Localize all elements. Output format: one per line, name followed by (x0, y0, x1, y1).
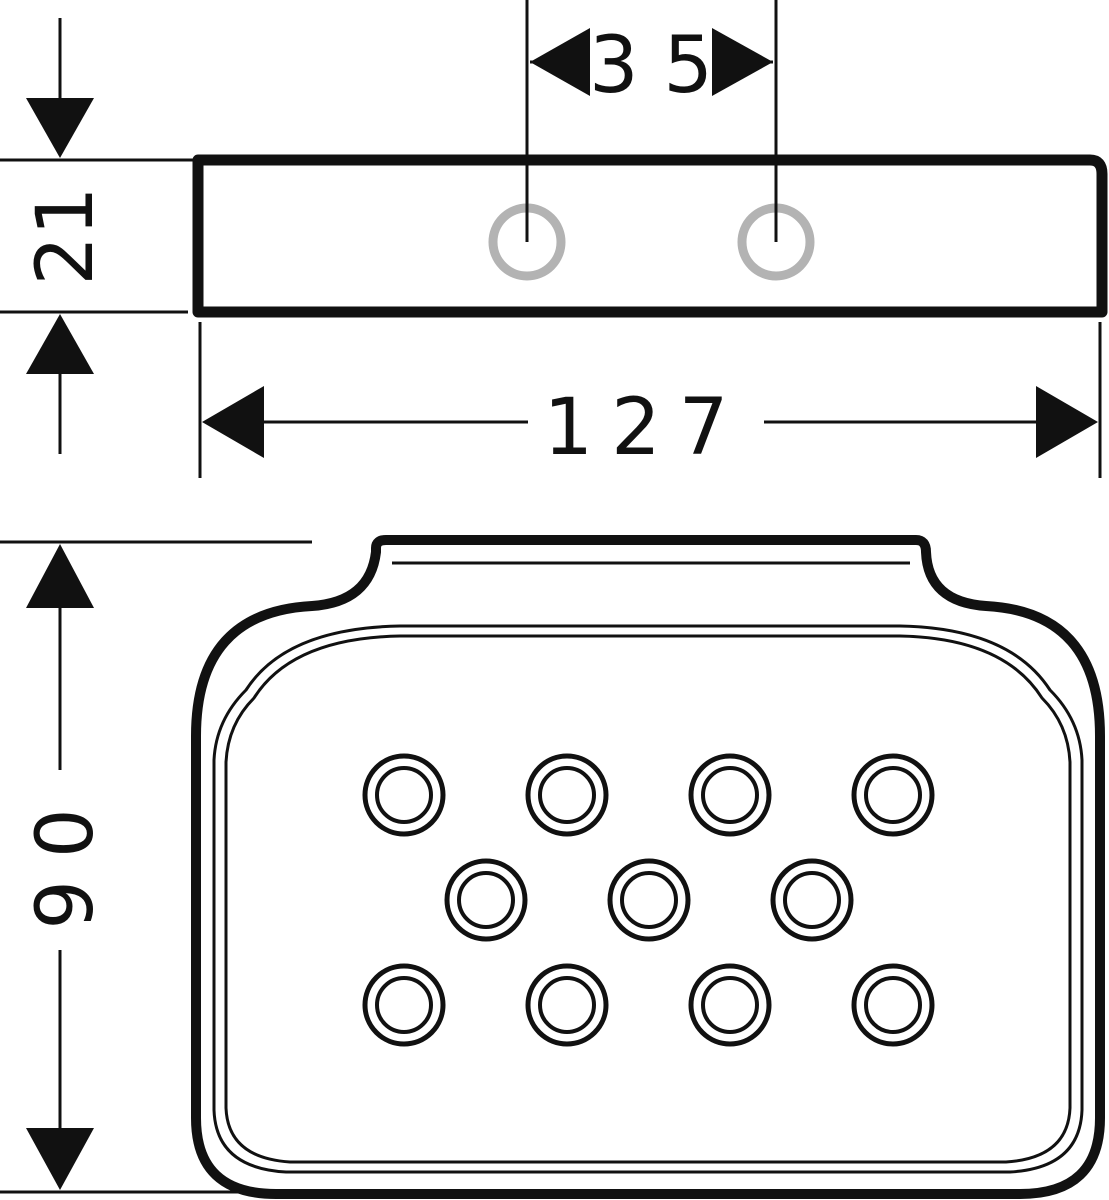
arrow-up-icon (26, 544, 94, 608)
arrow-right-icon (712, 28, 773, 96)
drain-hole (688, 963, 772, 1047)
dimension-height: 21 (0, 18, 196, 454)
drain-hole (444, 858, 528, 942)
arrow-right-icon (1036, 386, 1098, 458)
dimension-width: 127 (198, 322, 1102, 478)
drain-hole (362, 753, 446, 837)
arrow-up-icon (26, 314, 94, 374)
shelf-side-outline (192, 154, 1108, 318)
drain-hole (525, 963, 609, 1047)
height-label: 21 (21, 186, 111, 285)
arrow-left-icon (202, 386, 264, 458)
drain-hole (525, 753, 609, 837)
width-label: 127 (544, 383, 747, 473)
soap-dish-outline (191, 535, 1105, 1199)
drain-hole (851, 753, 935, 837)
drain-hole (688, 753, 772, 837)
drain-hole (770, 858, 854, 942)
arrow-down-icon (26, 98, 94, 158)
drain-hole (362, 963, 446, 1047)
arrow-down-icon (26, 1128, 94, 1190)
soap-dish-inner-rim (212, 624, 1084, 1174)
hole-spacing-label: 3 5 (589, 21, 713, 111)
depth-label: 90 (21, 786, 111, 929)
dimension-depth: 90 (0, 540, 312, 1194)
dimension-hole-spacing: 3 5 (530, 21, 773, 111)
side-view (192, 0, 1108, 318)
drain-hole (851, 963, 935, 1047)
drain-hole (607, 858, 691, 942)
soap-dish-inner-rim-2 (224, 634, 1072, 1164)
drainage-holes (362, 753, 935, 1047)
arrow-left-icon (530, 28, 590, 96)
top-view (191, 535, 1105, 1199)
